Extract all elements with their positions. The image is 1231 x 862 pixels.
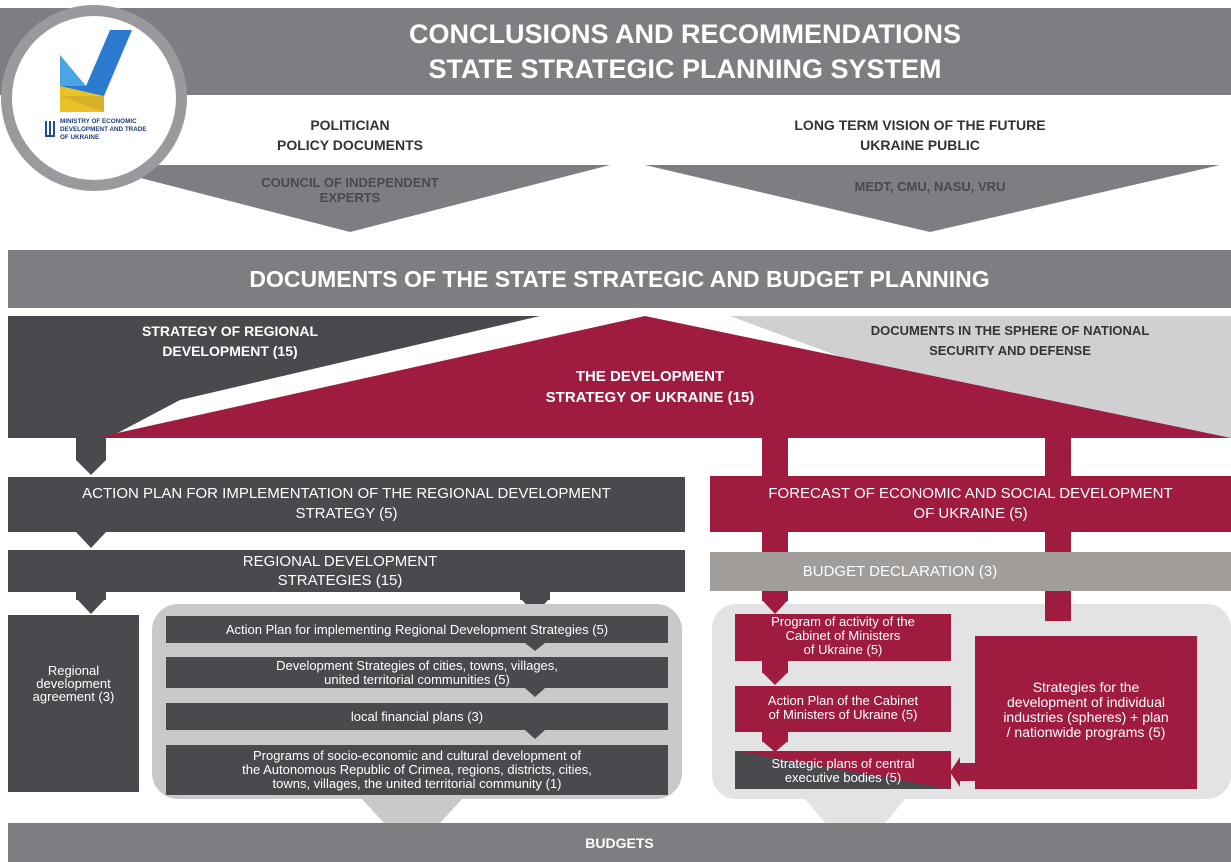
forecast-line: OF UKRAINE (5) (913, 505, 1028, 522)
industries-box (975, 636, 1197, 789)
agreement-label: Regional development agreement (3) (8, 664, 139, 703)
regional-strategies-line: STRATEGIES (15) (277, 572, 403, 589)
strategic-plans-label: Strategic plans of central executive bod… (735, 757, 951, 785)
left-item-line: Development Strategies of cities, towns,… (276, 657, 558, 673)
right-input-label: LONG TERM VISION OF THE FUTURE UKRAINE P… (710, 115, 1130, 155)
program-line: of Ukraine (5) (803, 642, 883, 657)
national-strategy-line: STRATEGY OF UKRAINE (15) (545, 389, 755, 406)
security-line: SECURITY AND DEFENSE (929, 343, 1091, 358)
agreement-line: development (36, 676, 111, 691)
left-funnel (90, 165, 610, 232)
action-box (735, 686, 951, 732)
left-item: local financial plans (3) (350, 709, 484, 724)
action-line: Action Plan of the Cabinet (767, 693, 919, 708)
industries-line: development of individual (1007, 694, 1165, 710)
regional-strategies-line: REGIONAL DEVELOPMENT (242, 553, 438, 570)
docs-banner-bg (8, 250, 1231, 308)
agreement-box (8, 615, 139, 792)
regional-strategy-line: DEVELOPMENT (15) (162, 343, 298, 359)
left-item-line: Programs of socio-economic and cultural … (252, 748, 582, 763)
page-title: CONCLUSIONS AND RECOMMENDATIONS STATE ST… (190, 14, 1180, 90)
right-funnel (645, 165, 1220, 232)
left-item: Development Strategies of cities, towns,… (166, 657, 668, 688)
national-strategy-shape (95, 316, 1231, 438)
security-label: DOCUMENTS IN THE SPHERE OF NATIONAL SECU… (800, 321, 1220, 361)
regional-shape (8, 316, 540, 438)
industries-line: industries (spheres) + plan (1003, 709, 1169, 725)
header-banner (0, 8, 1231, 95)
strategic-plans-line: Strategic plans of central (771, 756, 915, 771)
budget-declaration-bar (710, 552, 1231, 591)
action-plan-bar (8, 477, 685, 532)
left-item: Action Plan for implementing Regional De… (225, 622, 609, 637)
trident-icon (45, 121, 55, 137)
budget-declaration-label: BUDGET DECLARATION (3) (802, 563, 998, 580)
left-input-line: POLITICIAN (310, 117, 390, 133)
logo-text: MINISTRY OF ECONOMIC DEVELOPMENT AND TRA… (60, 118, 147, 142)
right-input-line: LONG TERM VISION OF THE FUTURE (794, 117, 1046, 133)
right-funnel-label: MEDT, CMU, NASU, VRU (854, 178, 1006, 194)
program-line: Cabinet of Ministers (785, 628, 901, 643)
agreement-line: agreement (3) (32, 689, 115, 704)
regional-strategies-bar (8, 550, 685, 592)
left-item-line: towns, villages, the united territorial … (272, 776, 562, 791)
action-line: of Ministers of Ukraine (5) (768, 707, 918, 722)
page-title-line: CONCLUSIONS AND RECOMMENDATIONS (409, 19, 961, 49)
left-funnel-label: COUNCIL OF INDEPENDENT EXPERTS (190, 175, 510, 205)
security-shape (730, 316, 1231, 438)
industries-line: / nationwide programs (5) (1006, 724, 1166, 740)
budgets-banner (8, 823, 1231, 862)
action-plan-label: ACTION PLAN FOR IMPLEMENTATION OF THE RE… (8, 484, 685, 524)
security-line: DOCUMENTS IN THE SPHERE OF NATIONAL (870, 323, 1150, 338)
left-item-line: united territorial communities (5) (324, 671, 510, 687)
docs-banner: DOCUMENTS OF THE STATE STRATEGIC AND BUD… (249, 265, 990, 292)
action-plan-line: ACTION PLAN FOR IMPLEMENTATION OF THE RE… (82, 485, 611, 502)
forecast-line: FORECAST OF ECONOMIC AND SOCIAL DEVELOPM… (768, 485, 1173, 502)
forecast-label: FORECAST OF ECONOMIC AND SOCIAL DEVELOPM… (710, 484, 1231, 524)
agreement-line: Regional (47, 663, 100, 678)
right-input-line: UKRAINE PUBLIC (860, 137, 980, 153)
forecast-bar (710, 476, 1231, 532)
industries-label: Strategies for the development of indivi… (975, 680, 1197, 740)
regional-strategy-line: STRATEGY OF REGIONAL (141, 323, 319, 339)
program-line: Program of activity of the (771, 614, 915, 629)
regional-strategy-label: STRATEGY OF REGIONAL DEVELOPMENT (15) (90, 321, 370, 361)
industries-line: Strategies for the (1032, 679, 1140, 695)
page-title-line: STATE STRATEGIC PLANNING SYSTEM (428, 54, 942, 84)
logo-mark-icon (60, 30, 132, 112)
action-label: Action Plan of the Cabinet of Ministers … (735, 694, 951, 722)
national-strategy-line: THE DEVELOPMENT (575, 368, 725, 385)
regional-strategies-label: REGIONAL DEVELOPMENT STRATEGIES (15) (100, 552, 580, 590)
national-strategy-label: THE DEVELOPMENT STRATEGY OF UKRAINE (15) (480, 366, 820, 408)
left-item: Programs of socio-economic and cultural … (166, 745, 668, 795)
logo-text-line: MINISTRY OF ECONOMIC (60, 118, 137, 125)
program-label: Program of activity of the Cabinet of Mi… (735, 615, 951, 657)
action-plan-line: STRATEGY (5) (295, 505, 398, 522)
program-box (735, 614, 951, 661)
budgets-label: BUDGETS (585, 834, 654, 851)
logo-text-line: OF UKRAINE (60, 134, 100, 141)
left-item-line: the Autonomous Republic of Crimea, regio… (242, 762, 592, 777)
left-input-label: POLITICIAN POLICY DOCUMENTS (220, 115, 480, 155)
left-funnel-line: COUNCIL OF INDEPENDENT (261, 175, 439, 190)
left-input-line: POLICY DOCUMENTS (277, 137, 423, 153)
logo-text-line: DEVELOPMENT AND TRADE (60, 126, 147, 133)
left-funnel-line: EXPERTS (319, 190, 381, 205)
strategic-plans-line: executive bodies (5) (784, 770, 902, 785)
